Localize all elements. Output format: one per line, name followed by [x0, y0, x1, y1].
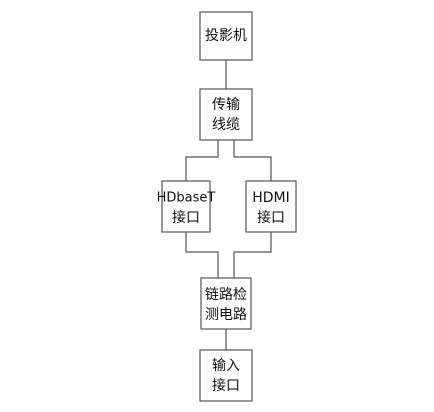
node-transmission-cable: 传输 线缆 [199, 88, 253, 141]
node-transmission-cable-label-line1: 传输 [212, 97, 240, 113]
node-hdmi-interface-label-line1: HDMI [252, 190, 290, 206]
node-input-interface-label-line1: 输入 [212, 358, 240, 374]
connector-cable-to-hdbaset [185, 140, 219, 181]
node-projector-box [199, 11, 253, 61]
node-hdbaset-interface-label-line2: 接口 [172, 209, 200, 226]
node-hdbaset-interface-box [161, 180, 211, 233]
node-hdmi-interface: HDMI 接口 [245, 180, 297, 233]
node-input-interface-label-line2: 接口 [212, 377, 240, 394]
node-link-detection-circuit-label-line1: 链路检 [205, 287, 247, 303]
connector-hdbaset-to-link-detection [185, 232, 219, 278]
node-link-detection-circuit-box [200, 277, 252, 330]
connector-hdmi-to-link-detection [233, 232, 272, 278]
node-hdbaset-interface: HDbaseT 接口 [157, 180, 216, 233]
connector-cable-to-hdmi [233, 140, 272, 181]
node-transmission-cable-box [199, 88, 253, 141]
node-link-detection-circuit: 链路检 测电路 [200, 277, 252, 330]
node-input-interface: 输入 接口 [199, 349, 253, 402]
node-projector: 投影机 [199, 11, 253, 61]
connectors [185, 60, 272, 350]
node-hdmi-interface-label-line2: 接口 [257, 209, 285, 226]
node-projector-label: 投影机 [205, 28, 247, 44]
node-transmission-cable-label-line2: 线缆 [212, 117, 240, 133]
node-input-interface-box [199, 349, 253, 402]
node-hdbaset-interface-label-line1: HDbaseT [157, 191, 216, 206]
node-link-detection-circuit-label-line2: 测电路 [205, 307, 247, 323]
node-hdmi-interface-box [245, 180, 297, 233]
